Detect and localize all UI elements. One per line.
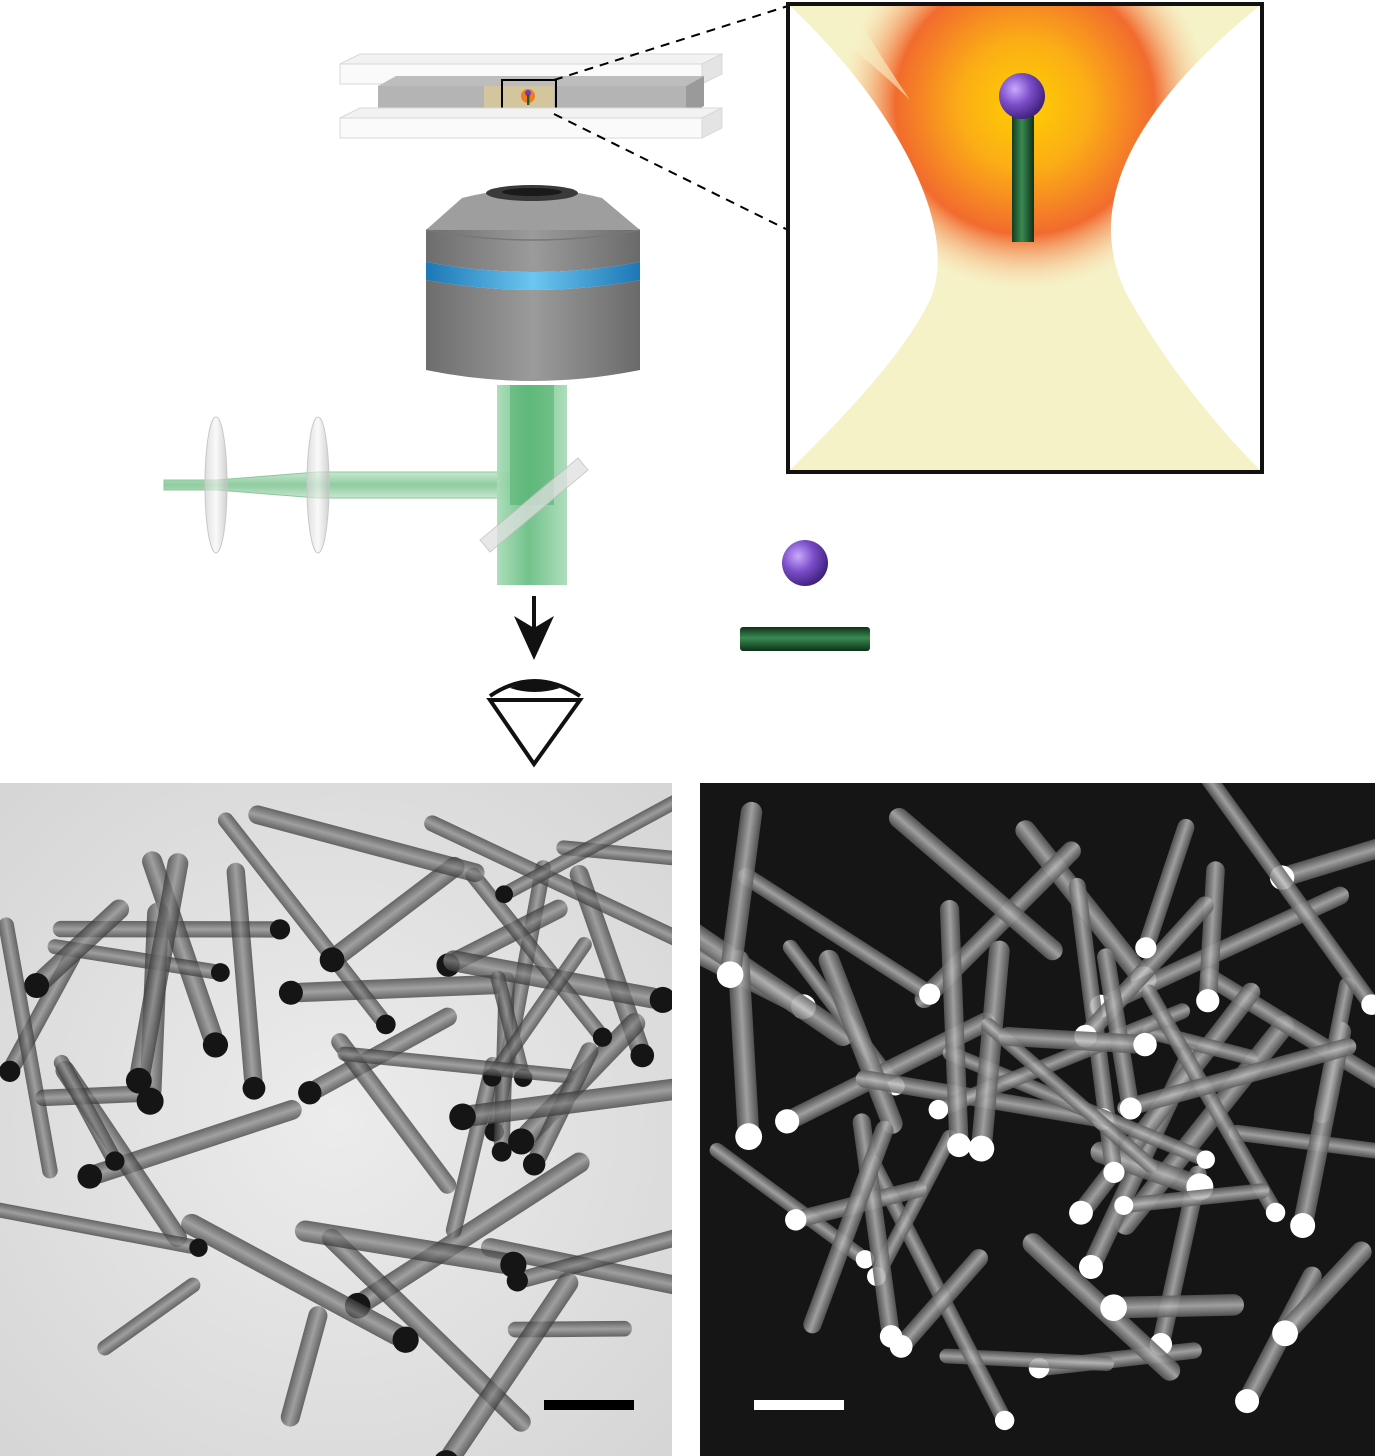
df-nanorod [737, 867, 941, 1005]
lens-1 [204, 416, 228, 554]
tem-rods [0, 783, 672, 1456]
df-nanorod [980, 1017, 1158, 1173]
legend [740, 540, 870, 651]
df-nanorod [803, 1120, 894, 1334]
trapped-rod [1012, 110, 1034, 242]
tem-nanorod [53, 1054, 125, 1171]
df-nanorod [727, 949, 763, 1151]
df-nanorod [939, 1348, 1115, 1371]
df-nanorod [716, 801, 763, 988]
eye-icon [486, 679, 584, 768]
tem-nanorod [433, 1272, 579, 1456]
objective-lens [425, 185, 641, 381]
df-nanorod [968, 940, 1010, 1162]
df-nanorod [998, 1027, 1157, 1057]
laser-beam [163, 385, 589, 585]
tem-scale-bar [544, 1400, 634, 1410]
trap-inset [786, 2, 1264, 474]
trapped-sphere [999, 73, 1045, 119]
tem-nanorod [248, 805, 485, 883]
tem-nanorod [217, 812, 396, 1035]
df-scale-bar [754, 1400, 844, 1410]
tem-nanorod [0, 917, 58, 1179]
df-nanorod [1117, 1038, 1357, 1117]
tem-nanorod [97, 1277, 201, 1356]
tem-nanorod [424, 815, 672, 952]
detection-arrow [514, 596, 554, 660]
zoom-line-top [553, 5, 789, 81]
tem-image [0, 783, 672, 1456]
df-nanorod [1272, 1241, 1372, 1347]
tem-nanorod [331, 1033, 457, 1194]
tem-nanorod [35, 1085, 157, 1107]
tem-nanorod [280, 1306, 328, 1427]
tem-nanorod [569, 864, 655, 1068]
tem-nanorod [294, 1220, 527, 1278]
df-nanorod [1196, 783, 1375, 1015]
tem-nanorod [125, 853, 189, 1094]
tem-nanorod [181, 1213, 419, 1353]
dark-field-image [700, 783, 1375, 1456]
sample-chamber [339, 53, 723, 139]
tem-nanorod [321, 1228, 531, 1432]
tem-nanorod [465, 867, 613, 1047]
tem-nanorod [495, 783, 672, 904]
df-nanorod [939, 899, 971, 1158]
tem-nanorod [24, 899, 130, 999]
df-nanorod [1114, 1183, 1270, 1215]
df-nanorod [1097, 948, 1142, 1120]
lens-2 [306, 416, 330, 554]
df-nanorod [1196, 861, 1225, 1013]
tem-nanorod [337, 1046, 576, 1084]
tem-nanorod [0, 1194, 208, 1257]
nanorod-icon [740, 627, 870, 651]
df-nanorod [1135, 818, 1195, 959]
zoom-line-bottom [553, 113, 789, 231]
tem-nanorod [226, 862, 266, 1100]
tem-nanorod [449, 1071, 672, 1131]
gold-sphere-icon [782, 540, 828, 586]
tem-nanorod [445, 1056, 501, 1239]
df-rods [700, 783, 1375, 1431]
df-nanorod [1100, 1294, 1244, 1321]
objective-band [426, 262, 640, 290]
df-nanorod [888, 807, 1063, 961]
df-nanorod [1141, 984, 1286, 1223]
df-nanorod [775, 1012, 996, 1134]
dichroic-mirror [479, 457, 589, 553]
df-nanorod [1290, 1021, 1352, 1239]
tem-nanorod [319, 856, 465, 973]
tem-nanorod [77, 1100, 302, 1189]
df-nanorod [709, 1142, 875, 1269]
tem-nanorod [480, 1238, 672, 1304]
